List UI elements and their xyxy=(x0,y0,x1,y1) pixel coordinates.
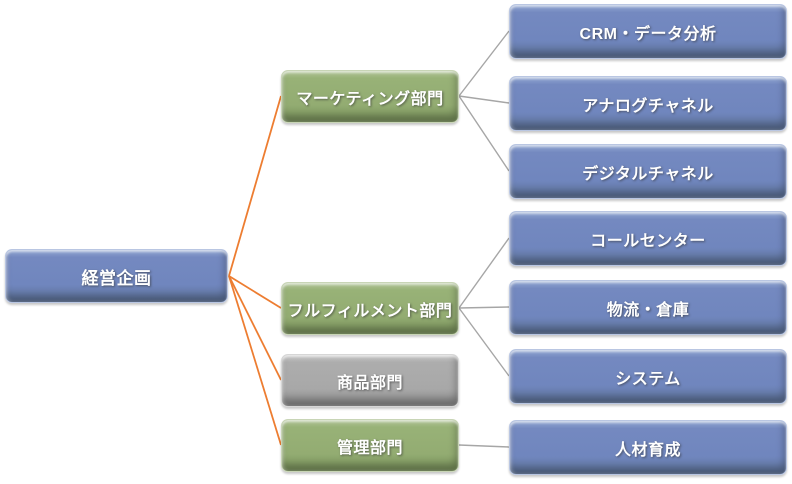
leaf-label: システム xyxy=(615,370,681,388)
branch-product-dept: 商品部門 xyxy=(281,354,459,407)
branch-label: 商品部門 xyxy=(336,374,403,392)
leaf-logistics-warehouse: 物流・倉庫 xyxy=(509,280,787,335)
leaf-crm-data-analysis: CRM・データ分析 xyxy=(509,4,787,59)
leaf-label: デジタルチャネル xyxy=(582,165,714,183)
leaf-label: CRM・データ分析 xyxy=(579,25,717,43)
leaf-label: 物流・倉庫 xyxy=(606,301,690,319)
connector-root-to-marketing xyxy=(228,95,282,277)
branch-admin-dept: 管理部門 xyxy=(281,419,459,472)
connector-root-to-fulfillment xyxy=(228,275,282,309)
branch-fulfillment-dept: フルフィルメント部門 xyxy=(281,282,459,335)
root-node-label: 経営企画 xyxy=(81,268,152,288)
connector-admin-to-hr xyxy=(458,444,510,448)
connector-marketing-to-crm xyxy=(458,30,510,97)
leaf-label: アナログチャネル xyxy=(582,97,714,115)
leaf-analog-channel: アナログチャネル xyxy=(509,76,787,131)
branch-marketing-dept: マーケティング部門 xyxy=(281,70,459,123)
connector-root-to-admin xyxy=(228,275,282,446)
leaf-system: システム xyxy=(509,349,787,404)
branch-label: マーケティング部門 xyxy=(296,90,444,108)
connector-fulfillment-to-logistics xyxy=(458,306,510,309)
connector-fulfillment-to-system xyxy=(458,307,510,377)
root-node-corporate-planning: 経営企画 xyxy=(5,249,228,303)
connector-root-to-product xyxy=(228,275,282,381)
leaf-label: コールセンター xyxy=(590,232,706,250)
connector-marketing-to-digital xyxy=(458,95,510,172)
branch-label: フルフィルメント部門 xyxy=(287,302,453,320)
connector-fulfillment-to-callcenter xyxy=(458,237,510,309)
connector-marketing-to-analog xyxy=(458,95,510,104)
branch-label: 管理部門 xyxy=(336,439,403,457)
leaf-digital-channel: デジタルチャネル xyxy=(509,144,787,199)
leaf-label: 人材育成 xyxy=(614,441,681,459)
leaf-call-center: コールセンター xyxy=(509,211,787,266)
leaf-hr-development: 人材育成 xyxy=(509,420,787,475)
